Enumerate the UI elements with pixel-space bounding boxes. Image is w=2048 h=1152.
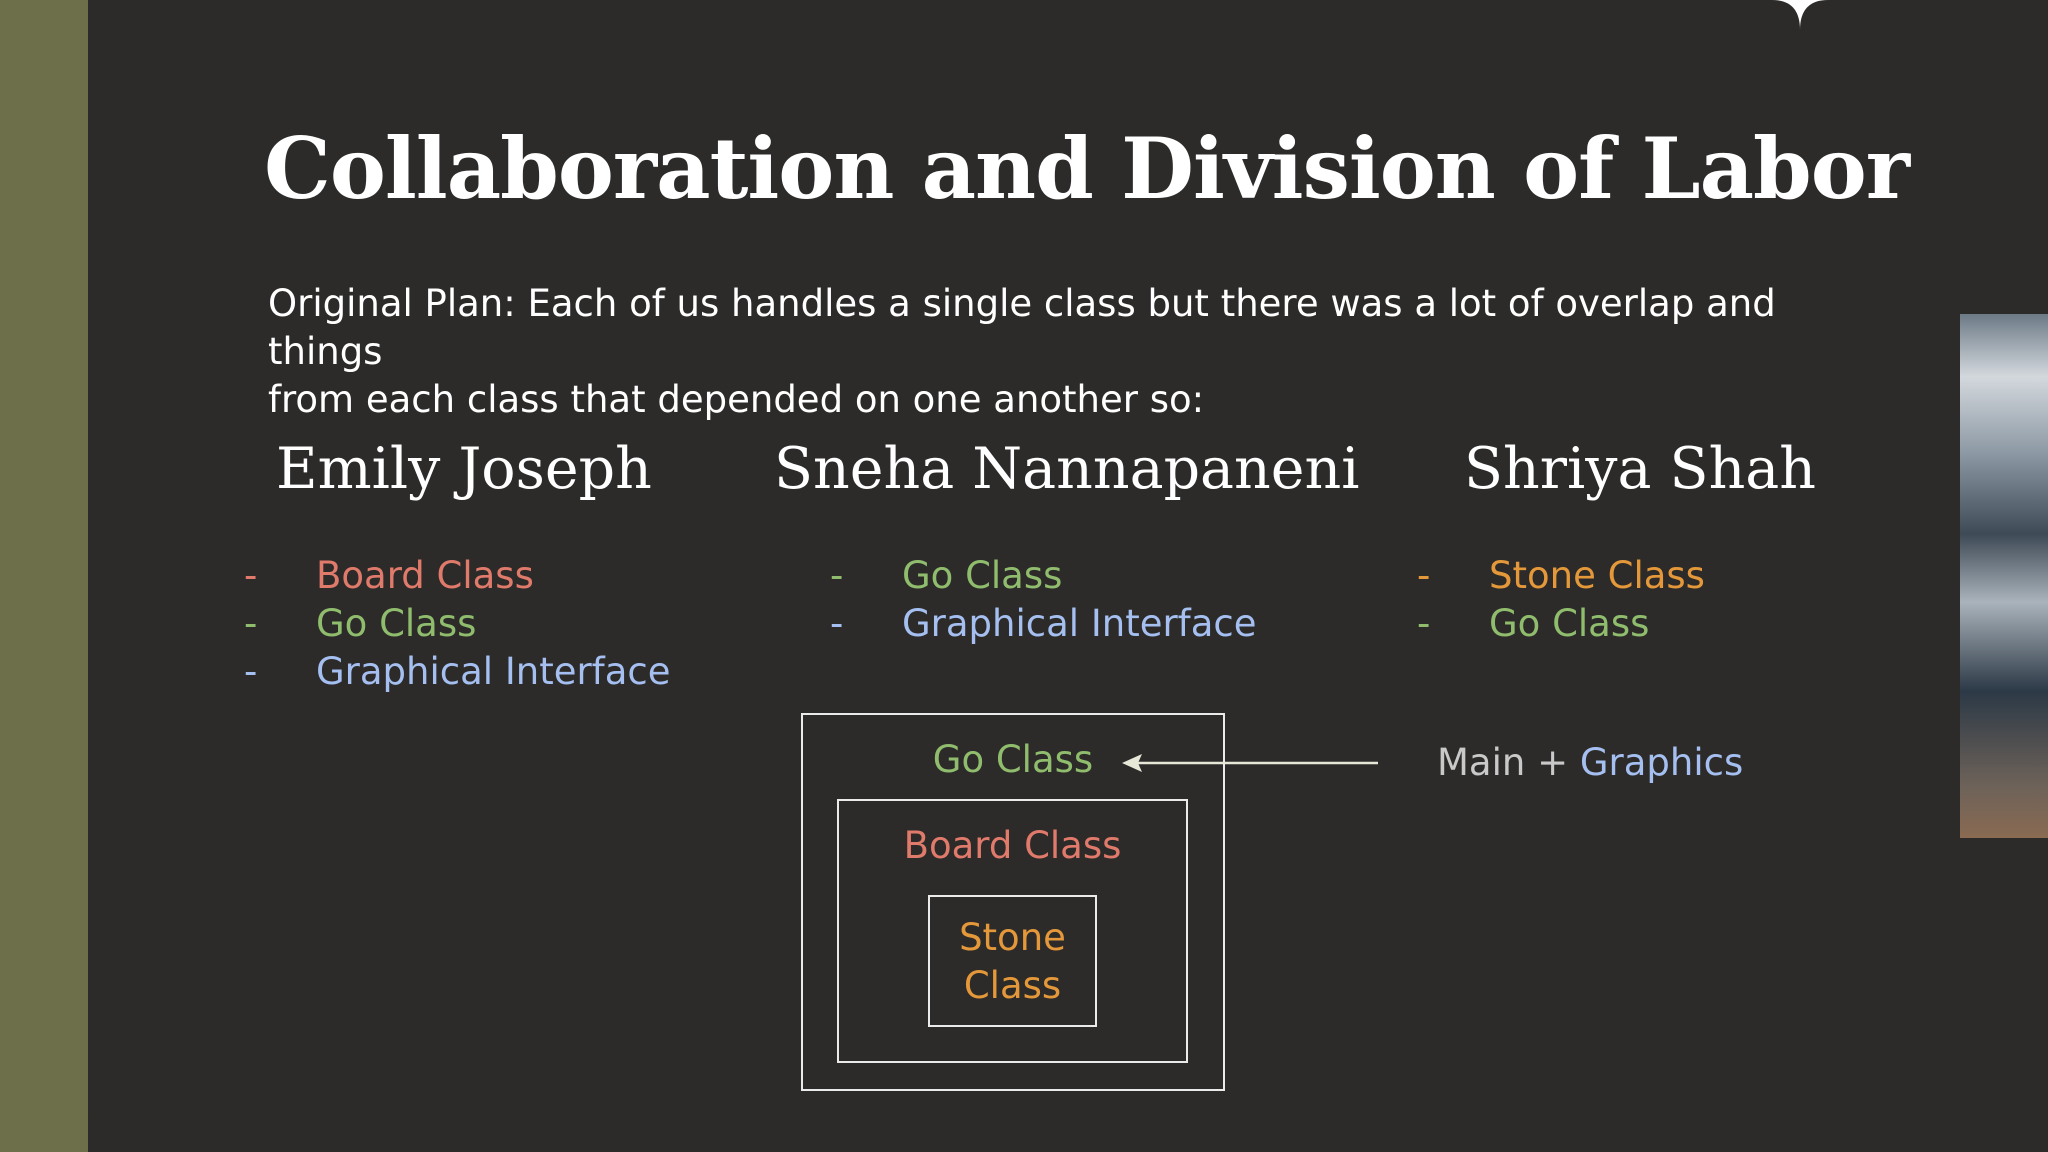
- emily-task-list: - Board Class - Go Class - Graphical Int…: [244, 552, 744, 696]
- board-class-label: Board Class: [903, 824, 1122, 867]
- list-item: - Graphical Interface: [830, 600, 1330, 648]
- shriya-task-list: - Stone Class - Go Class: [1417, 552, 1917, 648]
- sky-photo-strip: [1960, 314, 2048, 838]
- stone-label-line-1: Stone: [959, 916, 1066, 959]
- bullet-dash: -: [244, 554, 258, 597]
- graphics-text: Graphics: [1579, 741, 1744, 784]
- person-name-shriya: Shriya Shah: [1464, 436, 1816, 502]
- task-label: Board Class: [316, 554, 534, 597]
- person-name-emily: Emily Joseph: [276, 436, 652, 502]
- plus-sign: +: [1525, 741, 1580, 784]
- go-class-box: [801, 713, 1225, 1091]
- list-item: - Stone Class: [1417, 552, 1917, 600]
- list-item: - Board Class: [244, 552, 744, 600]
- bullet-dash: -: [830, 554, 844, 597]
- slide-title: Collaboration and Division of Labor: [264, 119, 1910, 218]
- intro-line-1: Original Plan: Each of us handles a sing…: [268, 282, 1776, 373]
- bullet-dash: -: [244, 602, 258, 645]
- stone-label-line-2: Class: [963, 964, 1062, 1007]
- stone-class-box: [928, 895, 1097, 1027]
- list-item: - Go Class: [1417, 600, 1917, 648]
- go-class-label: Go Class: [932, 738, 1094, 781]
- left-accent-band: [0, 0, 88, 1152]
- bullet-dash: -: [1417, 554, 1431, 597]
- main-graphics-label: Main + Graphics: [1437, 739, 1743, 787]
- sneha-task-list: - Go Class - Graphical Interface: [830, 552, 1330, 648]
- list-item: - Go Class: [830, 552, 1330, 600]
- task-label: Graphical Interface: [902, 602, 1257, 645]
- corner-notch-decoration: [1772, 0, 1828, 30]
- bullet-dash: -: [1417, 602, 1431, 645]
- intro-text: Original Plan: Each of us handles a sing…: [268, 280, 1828, 424]
- task-label: Stone Class: [1489, 554, 1705, 597]
- list-item: - Go Class: [244, 600, 744, 648]
- slide-panel: [88, 0, 2048, 1152]
- intro-line-2: from each class that depended on one ano…: [268, 378, 1205, 421]
- task-label: Graphical Interface: [316, 650, 671, 693]
- task-label: Go Class: [902, 554, 1063, 597]
- task-label: Go Class: [316, 602, 477, 645]
- stone-class-label: Stone Class: [928, 914, 1097, 1010]
- person-name-sneha: Sneha Nannapaneni: [774, 436, 1360, 502]
- main-text: Main: [1437, 741, 1526, 784]
- left-arrow-icon: [1122, 754, 1378, 772]
- bullet-dash: -: [244, 650, 258, 693]
- task-label: Go Class: [1489, 602, 1650, 645]
- board-class-box: [837, 799, 1188, 1063]
- bullet-dash: -: [830, 602, 844, 645]
- list-item: - Graphical Interface: [244, 648, 744, 696]
